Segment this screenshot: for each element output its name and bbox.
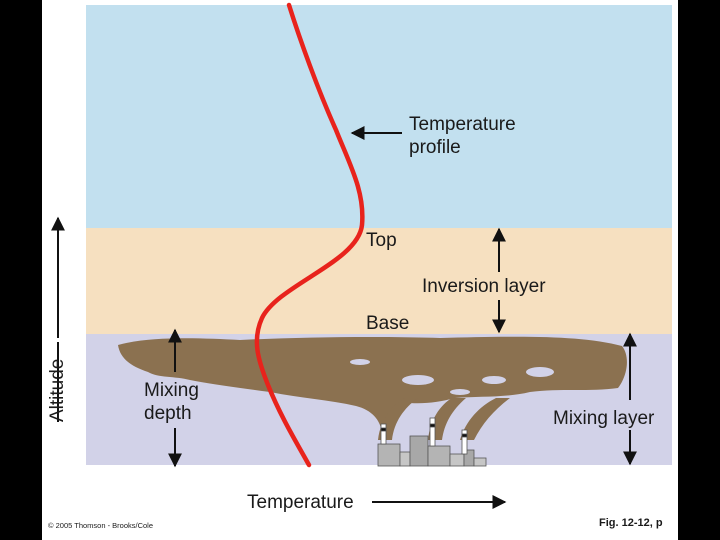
figure-reference: Fig. 12-12, p [599, 517, 663, 529]
copyright-notice: © 2005 Thomson - Brooks/Cole [48, 521, 153, 530]
temperature-profile-curve [254, 2, 365, 468]
inversion-layer-label: Inversion layer [422, 276, 546, 297]
temperature-profile-label: Temperature [409, 114, 516, 135]
mixing-depth-label: Mixing [144, 380, 199, 401]
altitude-axis-label: Altitude [47, 359, 68, 422]
plume-gaps [350, 359, 554, 395]
inversion-base-label: Base [366, 313, 409, 334]
temperature-axis-label: Temperature [247, 492, 354, 513]
smog-plume-icon [118, 336, 627, 440]
upper-air-layer [86, 5, 672, 228]
mixing-depth-label-2: depth [144, 403, 192, 424]
inversion-layer-band [86, 228, 672, 334]
inversion-top-label: Top [366, 230, 397, 251]
mixing-layer-label: Mixing layer [553, 408, 655, 429]
factory-smokestack-icon [377, 417, 487, 467]
temperature-profile-label-2: profile [409, 137, 461, 158]
